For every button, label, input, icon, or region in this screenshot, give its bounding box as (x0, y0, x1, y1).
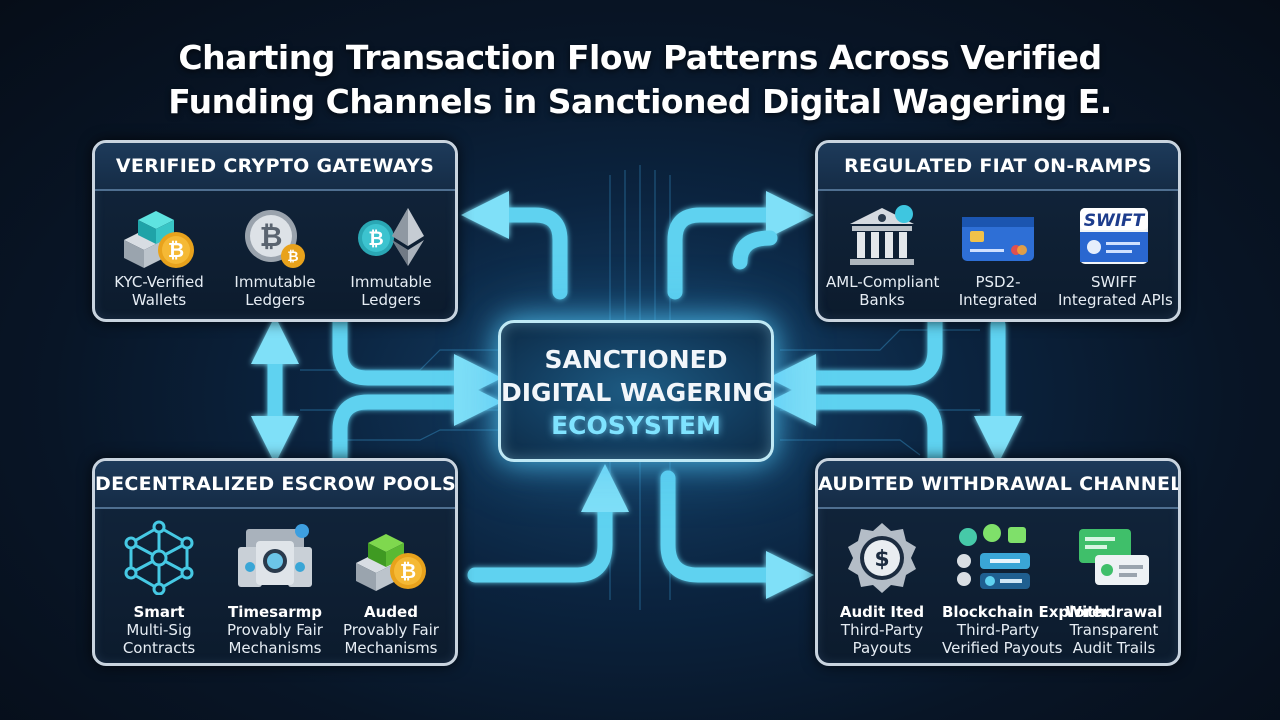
arrow-left-upper (332, 302, 503, 403)
item-immutable-ledgers-2: ₿ Immutable Ledgers (335, 195, 447, 309)
blocks-coin-icon: ₿ (335, 519, 447, 595)
panel-audited-withdrawal-channels: AUDITED WITHDRAWAL CHANNELS $ Audit Ited… (815, 458, 1181, 666)
item-label: Provably Fair (227, 621, 323, 639)
panel-title: REGULATED FIAT ON-RAMPS (818, 143, 1178, 191)
item-label: Payouts (852, 639, 912, 657)
page-title: Charting Transaction Flow Patterns Acros… (0, 36, 1280, 124)
title-line-2: Funding Channels in Sanctioned Digital W… (168, 82, 1112, 121)
flow-arrows (250, 190, 1023, 600)
bank-icon (826, 201, 938, 273)
item-label: Banks (859, 291, 905, 309)
arrow-top-right (667, 190, 815, 300)
item-label: Ledgers (361, 291, 421, 309)
arrow-right-upper (767, 302, 943, 403)
item-label: Withdrawal (1065, 603, 1163, 621)
item-audit: $ Audit Ited Third-Party Payouts (826, 519, 938, 657)
panel-title: DECENTRALIZED ESCROW POOLS (95, 461, 455, 509)
item-label: Audit Trails (1072, 639, 1156, 657)
panel-regulated-fiat-on-ramps: REGULATED FIAT ON-RAMPS AML-Compliant Ba… (815, 140, 1181, 322)
panel-title: AUDITED WITHDRAWAL CHANNELS (818, 461, 1178, 509)
item-label: Immutable (350, 273, 432, 291)
item-label: Integrated APIs (1058, 291, 1173, 309)
arrow-top-left (460, 190, 568, 300)
item-label: Integrated (958, 291, 1038, 309)
item-label: Multi-Sig (126, 621, 192, 639)
item-label: Audit Ited (839, 603, 925, 621)
center-line-2: DIGITAL WAGERING (501, 378, 774, 407)
bitcoin-coin-icon: ₿ ₿ (219, 201, 331, 273)
item-kyc-wallets: ₿ KYC-Verified Wallets (103, 195, 215, 309)
swift-icon: SWIFT (1058, 201, 1170, 273)
item-audited: ₿ Auded Provably Fair Mechanisms (335, 519, 447, 657)
svg-text:₿: ₿ (400, 559, 416, 583)
swift-logo-text: SWIFT (1084, 211, 1146, 231)
vault-servers-icon (219, 519, 331, 595)
item-label: Smart (133, 603, 185, 621)
item-label: Third-Party (840, 621, 924, 639)
item-label: Transparent (1069, 621, 1159, 639)
center-ecosystem-node: SANCTIONED DIGITAL WAGERING ECOSYSTEM (498, 320, 774, 462)
panel-decentralized-escrow-pools: DECENTRALIZED ESCROW POOLS Smart Multi- (92, 458, 458, 666)
svg-text:$: $ (874, 547, 889, 572)
svg-text:₿: ₿ (168, 238, 184, 262)
center-line-1: SANCTIONED (544, 345, 728, 374)
item-label: Timesarmp (228, 603, 322, 621)
panel-title: VERIFIED CRYPTO GATEWAYS (95, 143, 455, 191)
item-swift: SWIFT SWIFF Integrated APIs (1058, 195, 1173, 309)
bitcoin-ethereum-icon: ₿ (335, 201, 447, 273)
arrow-bottom-right (660, 470, 815, 600)
arrow-left-lower (332, 377, 503, 478)
item-label: Provably Fair (343, 621, 439, 639)
blockchain-explorer-icon (942, 519, 1054, 595)
audit-badge-icon: $ (826, 519, 938, 595)
title-line-1: Charting Transaction Flow Patterns Acros… (178, 38, 1102, 77)
arrow-right-lower (767, 377, 943, 478)
item-label: KYC-Verified (114, 273, 204, 291)
item-label: Mechanisms (344, 639, 438, 657)
item-timestamp: Timesarmp Provably Fair Mechanisms (219, 519, 331, 657)
item-aml-banks: AML-Compliant Banks (826, 195, 940, 309)
item-psd2: PSD2- Integrated (942, 195, 1054, 309)
item-label: Verified Payouts (942, 639, 1063, 657)
item-label: Immutable (234, 273, 316, 291)
item-label: PSD2- (975, 273, 1021, 291)
item-withdrawal: Withdrawal Transparent Audit Trails (1058, 519, 1170, 657)
svg-text:₿: ₿ (260, 220, 283, 253)
network-nodes-icon (103, 519, 215, 595)
item-label: Contracts (122, 639, 196, 657)
item-label: Wallets (131, 291, 187, 309)
svg-text:₿: ₿ (287, 249, 298, 265)
withdrawal-screens-icon (1058, 519, 1170, 595)
item-label: AML-Compliant (826, 273, 940, 291)
crypto-blocks-icon: ₿ (103, 201, 215, 273)
item-label: Blockchain Explorer (942, 603, 1110, 621)
credit-card-icon (942, 201, 1054, 273)
item-blockchain-explorer: Blockchain Explorer Third-Party Verified… (942, 519, 1110, 657)
item-label: Ledgers (245, 291, 305, 309)
item-label: SWIFF (1090, 273, 1138, 291)
item-label: Auded (364, 603, 418, 621)
item-immutable-ledgers: ₿ ₿ Immutable Ledgers (219, 195, 331, 309)
item-label: Third-Party (956, 621, 1040, 639)
svg-text:₿: ₿ (368, 228, 383, 250)
panel-verified-crypto-gateways: VERIFIED CRYPTO GATEWAYS ₿ KYC-Verified … (92, 140, 458, 322)
item-label: Mechanisms (228, 639, 322, 657)
center-line-3: ECOSYSTEM (551, 411, 721, 440)
item-smart-contracts: Smart Multi-Sig Contracts (103, 519, 215, 657)
arrow-bottom-up (467, 463, 630, 583)
arrow-right-in (732, 230, 778, 270)
